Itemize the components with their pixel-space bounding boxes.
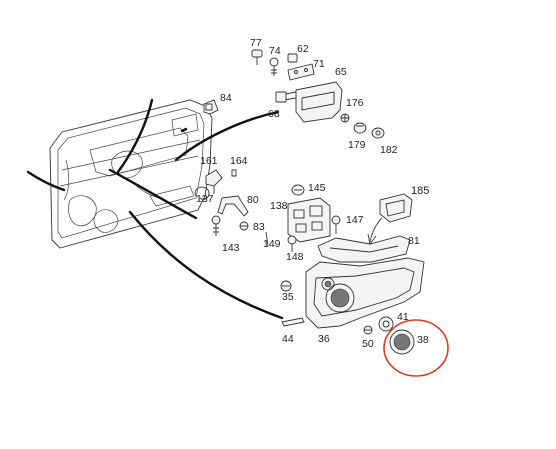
part-65-armrest-handle	[275, 81, 343, 123]
part-83-screw	[239, 221, 249, 231]
part-44-seal-strip	[281, 317, 305, 327]
part-71-bracket	[287, 63, 315, 81]
part-84-lock-knob	[203, 99, 219, 115]
label-36: 36	[318, 333, 330, 345]
label-84: 84	[220, 92, 232, 104]
label-147: 147	[346, 214, 364, 226]
label-77: 77	[250, 37, 262, 49]
part-74-screw	[269, 57, 279, 76]
part-36-lower-trim-panel	[305, 257, 425, 329]
label-164: 164	[230, 155, 248, 167]
part-161-clip	[205, 169, 223, 194]
label-149: 149	[263, 238, 281, 250]
label-143: 143	[222, 242, 240, 254]
part-80-pull-handle	[217, 195, 249, 217]
label-185: 185	[411, 185, 429, 197]
label-179: 179	[348, 139, 366, 151]
label-176: 176	[346, 97, 364, 109]
part-179-plug	[353, 122, 367, 134]
part-77-clip	[251, 49, 263, 65]
door-inner-panel	[49, 99, 213, 249]
label-35: 35	[282, 291, 294, 303]
label-80: 80	[247, 194, 259, 206]
part-62-nut	[287, 53, 298, 63]
part-50-screw	[363, 325, 373, 335]
part-137-spring-clip	[194, 186, 210, 200]
label-44: 44	[282, 333, 294, 345]
label-138: 138	[270, 200, 288, 212]
label-68: 68	[268, 108, 280, 120]
label-145: 145	[308, 182, 326, 194]
part-38-speaker-grille	[389, 329, 415, 355]
part-35-clip	[280, 280, 292, 292]
part-164-pin	[231, 169, 237, 177]
label-148: 148	[286, 251, 304, 263]
part-143-bolt	[211, 215, 221, 236]
part-147-screw	[331, 215, 341, 234]
label-137: 137	[196, 193, 214, 205]
highlight-circle-part-38	[383, 319, 449, 377]
label-83: 83	[253, 221, 265, 233]
label-161: 161	[200, 155, 218, 167]
label-50: 50	[362, 338, 374, 350]
label-81: 81	[408, 235, 420, 247]
label-38: 38	[417, 334, 429, 346]
leader-lines	[26, 98, 284, 320]
part-138-lock-mechanism	[287, 197, 331, 243]
part-149-rod	[265, 231, 269, 247]
part-148-screw	[287, 235, 297, 252]
label-74: 74	[269, 45, 281, 57]
part-185-cover-cap	[379, 193, 413, 223]
part-41-speaker-ring	[378, 316, 394, 332]
part-145-clip	[291, 184, 305, 196]
part-182-cap	[371, 127, 385, 139]
label-71: 71	[313, 58, 325, 70]
part-81-armrest	[317, 235, 411, 263]
label-182: 182	[380, 144, 398, 156]
label-41: 41	[397, 311, 409, 323]
label-65: 65	[335, 66, 347, 78]
part-labels: 77 74 62 71 65 84 68 176 179 182 161 164…	[196, 37, 429, 350]
part-176-clip	[340, 113, 350, 123]
label-62: 62	[297, 43, 309, 55]
